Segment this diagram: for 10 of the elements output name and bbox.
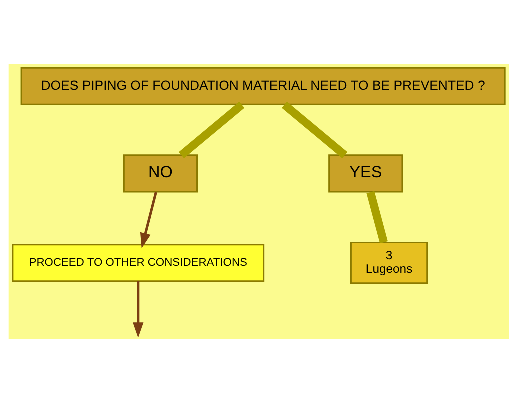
connector: [179, 101, 245, 158]
node-box: DOES PIPING OF FOUNDATION MATERIAL NEED TO BE PREVENTED ?: [20, 66, 506, 105]
connector: [366, 190, 388, 244]
node-box: NO: [123, 154, 198, 192]
node-box: YES: [328, 154, 404, 192]
arrow: [140, 192, 158, 248]
node-box: 3 Lugeons: [350, 242, 428, 284]
node-box: PROCEED TO OTHER CONSIDERATIONS: [12, 244, 265, 282]
connector: [282, 101, 348, 158]
arrow: [133, 280, 144, 338]
